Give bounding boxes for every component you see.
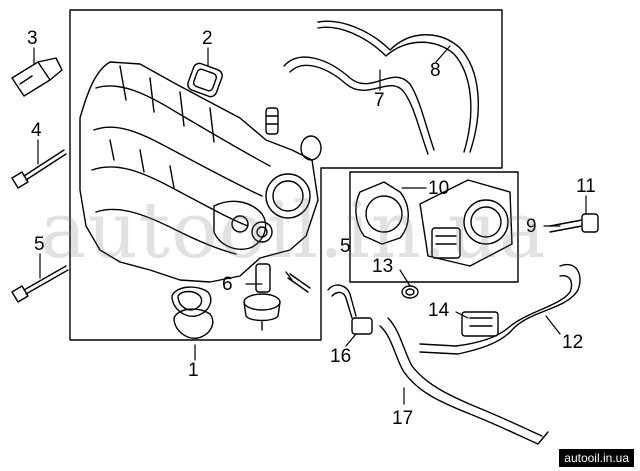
coolant-hose-17	[379, 325, 539, 445]
throttle-body-gasket	[355, 181, 409, 245]
callout-13: 13	[372, 256, 393, 277]
callout-6: 6	[222, 274, 233, 295]
callout-3: 3	[27, 28, 38, 49]
bolt-short	[11, 149, 67, 189]
callout-10: 10	[428, 178, 449, 199]
throttle-body	[419, 179, 513, 267]
port-gasket	[171, 286, 214, 339]
leader-lines	[33, 45, 587, 405]
callout-5-right: 5	[340, 236, 351, 257]
callout-11: 11	[576, 176, 596, 197]
vacuum-hose-7	[283, 56, 435, 151]
main-assembly-frame	[69, 9, 503, 341]
gasket-square-inner	[192, 68, 218, 92]
callout-8: 8	[430, 60, 441, 81]
callout-5-left: 5	[34, 234, 45, 255]
hose-connector	[327, 284, 373, 335]
throttle-bolt	[549, 213, 599, 233]
throttle-detail-frame	[349, 171, 519, 283]
callout-4: 4	[31, 120, 42, 141]
vacuum-hose-8-edge	[317, 26, 472, 153]
callout-2: 2	[202, 28, 213, 49]
callout-17: 17	[392, 408, 413, 429]
coolant-hose-12	[419, 263, 581, 355]
screw-small	[285, 271, 311, 293]
coolant-hose-12-edge	[419, 275, 573, 347]
callout-1: 1	[188, 360, 199, 381]
throttle-gasket-bore	[365, 195, 403, 233]
coolant-hose-17-edge	[387, 317, 543, 437]
pcv-valve	[265, 107, 279, 135]
callout-16: 16	[330, 346, 351, 367]
callout-7: 7	[374, 90, 385, 111]
callout-12: 12	[562, 332, 583, 353]
o-ring	[300, 135, 322, 161]
callout-14: 14	[428, 300, 450, 321]
gasket-square	[187, 62, 223, 98]
hose-end-17	[537, 431, 549, 445]
hose-clamp	[401, 285, 419, 299]
vacuum-hose-7-edge	[289, 64, 429, 155]
bolt-long	[11, 265, 69, 303]
vacuum-hose-8	[317, 20, 479, 153]
footer-url[interactable]: autoоil.in.ua	[559, 449, 634, 467]
bypass-valve	[461, 311, 499, 337]
sensor-part	[11, 57, 63, 97]
intake-manifold	[79, 61, 319, 283]
control-actuator	[243, 263, 281, 331]
callout-9: 9	[526, 216, 537, 237]
